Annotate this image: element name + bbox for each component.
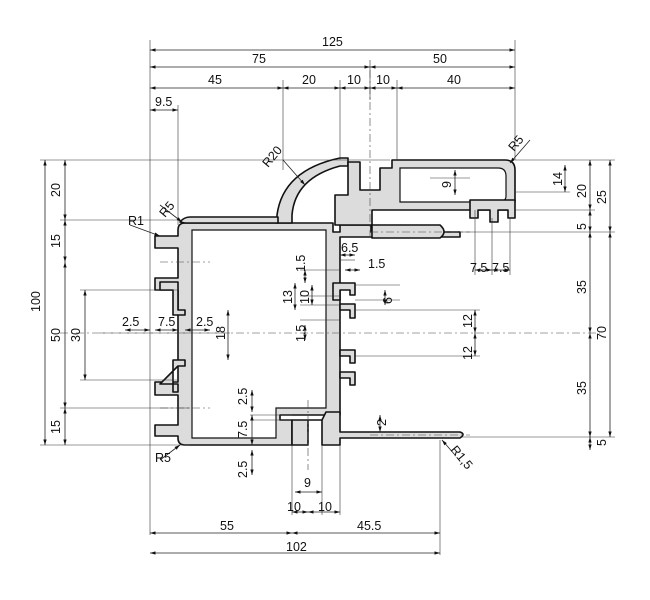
dim-10-bottom-a: 10 xyxy=(287,500,301,514)
radius-r5-left: R5 xyxy=(157,199,178,220)
r5-corner-top xyxy=(179,216,279,224)
dim-35-right-b: 35 xyxy=(575,381,589,395)
dim-2-5-a: 2.5 xyxy=(122,315,139,329)
radius-r5-top: R5 xyxy=(506,133,527,154)
dim-10-top-b: 10 xyxy=(376,73,390,87)
dim-100: 100 xyxy=(29,291,43,312)
t-slot xyxy=(469,199,516,223)
dim-102: 102 xyxy=(286,540,307,554)
dim-10-inner: 10 xyxy=(298,290,312,304)
dim-40: 40 xyxy=(447,73,461,87)
dim-45-5: 45.5 xyxy=(357,519,381,533)
dim-9-5: 9.5 xyxy=(155,95,172,109)
left-flange-lower xyxy=(159,359,186,393)
dim-50-left: 50 xyxy=(49,328,63,342)
inner-hook-1 xyxy=(332,282,356,301)
dim-125: 125 xyxy=(322,35,343,49)
radius-r1-5: R1,5 xyxy=(448,443,476,472)
dim-7-5-a: 7.5 xyxy=(470,261,487,275)
inner-hook-2 xyxy=(339,303,356,319)
dimension-lines xyxy=(43,48,612,555)
dim-1-5-c: 1.5 xyxy=(294,325,308,342)
dim-10-top-a: 10 xyxy=(347,73,361,87)
dim-15-left-a: 15 xyxy=(49,234,63,248)
inner-hook-4 xyxy=(339,371,356,386)
dim-70: 70 xyxy=(595,326,609,340)
dim-10-bottom-b: 10 xyxy=(318,500,332,514)
dim-14: 14 xyxy=(551,172,565,186)
dim-50-top: 50 xyxy=(433,52,447,66)
inner-hook-3 xyxy=(339,349,356,364)
radius-r5-bottom: R5 xyxy=(155,451,171,465)
dim-5-right-a: 5 xyxy=(575,223,589,230)
dim-12-b: 12 xyxy=(461,346,475,360)
dim-7-5-d: 7.5 xyxy=(236,421,250,438)
dim-55: 55 xyxy=(220,519,234,533)
dim-2-5-c: 2.5 xyxy=(236,388,250,405)
bottom-web xyxy=(291,411,464,446)
aluminium-profile xyxy=(154,157,516,446)
dim-18: 18 xyxy=(214,326,228,340)
dim-7-5-b: 7.5 xyxy=(492,261,509,275)
dim-1-5-a: 1.5 xyxy=(294,255,308,272)
dim-5-right-b: 5 xyxy=(595,439,609,446)
radius-r1: R1 xyxy=(128,214,144,228)
dim-30: 30 xyxy=(69,328,83,342)
dim-20-top: 20 xyxy=(302,73,316,87)
dim-9-chamber: 9 xyxy=(440,181,454,188)
dim-75: 75 xyxy=(252,52,266,66)
profile-inner-chamber xyxy=(191,229,327,439)
dim-13: 13 xyxy=(281,290,295,304)
dim-15-left-b: 15 xyxy=(49,420,63,434)
dim-7-5-c: 7.5 xyxy=(158,315,175,329)
dim-2-5-b: 2.5 xyxy=(196,315,213,329)
dim-6: 6 xyxy=(381,297,395,304)
dim-25: 25 xyxy=(595,190,609,204)
dim-9-bottom: 9 xyxy=(304,476,311,490)
dim-45: 45 xyxy=(208,73,222,87)
dim-35-right-a: 35 xyxy=(575,280,589,294)
dim-20-left: 20 xyxy=(49,183,63,197)
dim-6-5: 6.5 xyxy=(341,241,358,255)
dim-2-5-d: 2.5 xyxy=(236,461,250,478)
radius-r20: R20 xyxy=(260,143,285,170)
dim-20-right: 20 xyxy=(575,184,589,198)
top-seal-lip xyxy=(371,224,445,239)
dim-12-a: 12 xyxy=(461,314,475,328)
dim-1-5-b: 1.5 xyxy=(368,257,385,271)
dim-2: 2 xyxy=(375,419,389,426)
